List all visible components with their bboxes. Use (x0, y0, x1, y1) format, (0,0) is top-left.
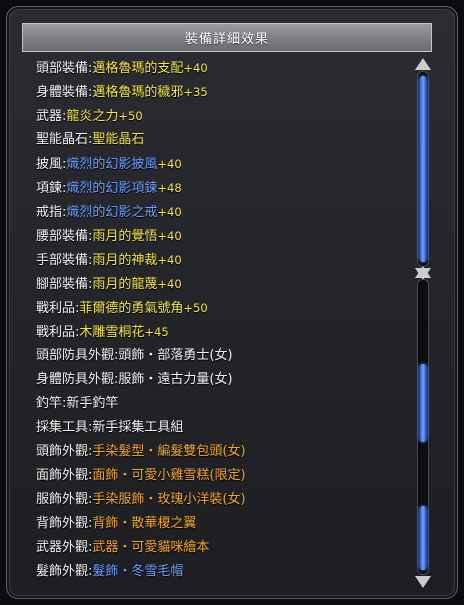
slot-label: 項鍊: (36, 181, 67, 196)
slot-label: 腳部裝備: (36, 277, 93, 292)
equipment-row[interactable]: 身體裝備:邁格魯瑪的穢邪+35 (36, 80, 406, 104)
item-name[interactable]: 髮飾・冬雪毛帽 (92, 564, 184, 579)
equipment-row[interactable]: 武器外觀:武器・可愛貓咪繪本 (36, 536, 406, 560)
slot-label: 腰部裝備: (36, 229, 93, 244)
item-name[interactable]: 新手採集工具組 (92, 420, 184, 435)
enhance-level: +50 (118, 109, 143, 123)
item-name[interactable]: 邁格魯瑪的支配 (92, 61, 184, 76)
item-name[interactable]: 服飾・遠古力量(女) (118, 372, 233, 387)
enhance-level: +40 (157, 277, 182, 291)
item-name[interactable]: 手染髮型・編髮雙包頭(女) (92, 444, 246, 459)
equipment-row[interactable]: 髮飾外觀:髮飾・冬雪毛帽 (36, 560, 406, 584)
item-name[interactable]: 木雕雪桐花 (79, 325, 145, 340)
slot-label: 聖能晶石: (36, 132, 93, 147)
slot-label: 頭部防具外觀: (36, 348, 119, 363)
item-name[interactable]: 邁格魯瑪的穢邪 (92, 85, 184, 100)
slot-label: 身體防具外觀: (36, 372, 119, 387)
slot-label: 手部裝備: (36, 253, 93, 268)
slot-label: 武器: (36, 109, 67, 124)
enhance-level: +40 (157, 205, 182, 219)
scroll-track[interactable] (418, 72, 428, 266)
slot-label: 採集工具: (36, 420, 93, 435)
scroll-up-arrow-icon[interactable] (415, 266, 431, 278)
equipment-row[interactable]: 面飾外觀:面飾・可愛小雞雪糕(限定) (36, 464, 406, 488)
equipment-row[interactable]: 腳部裝備:雨月的龍蔑+40 (36, 272, 406, 296)
scroll-up-arrow-icon[interactable] (415, 58, 431, 70)
item-name[interactable]: 頭飾・部落勇士(女) (118, 348, 233, 363)
equipment-row[interactable]: 採集工具:新手採集工具組 (36, 416, 406, 440)
scroll-track[interactable] (418, 280, 428, 574)
equipment-row[interactable]: 披風:熾烈的幻影披風+40 (36, 152, 406, 176)
item-name[interactable]: 菲爾德的勇氣號角 (79, 301, 184, 316)
item-name[interactable]: 新手釣竿 (66, 396, 119, 411)
item-name[interactable]: 熾烈的幻影披風 (66, 157, 158, 172)
slot-label: 戒指: (36, 205, 67, 220)
item-name[interactable]: 雨月的覺悟 (92, 229, 158, 244)
enhance-level: +35 (183, 85, 208, 99)
scroll-thumb[interactable] (419, 76, 427, 262)
enhance-level: +45 (144, 325, 169, 339)
scrollbar-upper[interactable] (412, 58, 434, 280)
slot-label: 面飾外觀: (36, 468, 93, 483)
equipment-row[interactable]: 頭飾外觀:手染髮型・編髮雙包頭(女) (36, 440, 406, 464)
slot-label: 戰利品: (36, 325, 80, 340)
equipment-row[interactable]: 戰利品:菲爾德的勇氣號角+50 (36, 296, 406, 320)
equipment-details-window (6, 6, 458, 599)
equipment-row[interactable]: 手部裝備:雨月的神裁+40 (36, 248, 406, 272)
equipment-row[interactable]: 頭部防具外觀:頭飾・部落勇士(女) (36, 344, 406, 368)
slot-label: 釣竿: (36, 396, 67, 411)
item-name[interactable]: 武器・可愛貓咪繪本 (92, 540, 210, 555)
enhance-level: +40 (183, 61, 208, 75)
equipment-row[interactable]: 戰利品:木雕雪桐花+45 (36, 320, 406, 344)
item-name[interactable]: 熾烈的幻影項鍊 (66, 181, 158, 196)
slot-label: 身體裝備: (36, 85, 93, 100)
enhance-level: +48 (157, 181, 182, 195)
enhance-level: +40 (157, 229, 182, 243)
slot-label: 武器外觀: (36, 540, 93, 555)
equipment-row[interactable]: 聖能晶石:聖能晶石 (36, 128, 406, 152)
slot-label: 背飾外觀: (36, 516, 93, 531)
equipment-row[interactable]: 身體防具外觀:服飾・遠古力量(女) (36, 368, 406, 392)
equipment-row[interactable]: 頭部裝備:邁格魯瑪的支配+40 (36, 56, 406, 80)
window-title-bar: 裝備詳細效果 (22, 23, 432, 52)
slot-label: 披風: (36, 157, 67, 172)
equipment-row[interactable]: 武器:龍炎之力+50 (36, 104, 406, 128)
scroll-thumb[interactable] (419, 364, 427, 442)
equipment-row[interactable]: 服飾外觀:手染服飾・玫瑰小洋裝(女) (36, 488, 406, 512)
enhance-level: +40 (157, 253, 182, 267)
window-title: 裝備詳細效果 (184, 32, 269, 47)
item-name[interactable]: 雨月的龍蔑 (92, 277, 158, 292)
slot-label: 戰利品: (36, 301, 80, 316)
slot-label: 服飾外觀: (36, 492, 93, 507)
item-name[interactable]: 背飾・散華榎之翼 (92, 516, 197, 531)
enhance-level: +40 (157, 157, 182, 171)
item-name[interactable]: 熾烈的幻影之戒 (66, 205, 158, 220)
equipment-row[interactable]: 腰部裝備:雨月的覺悟+40 (36, 224, 406, 248)
item-name[interactable]: 龍炎之力 (66, 109, 119, 124)
scroll-down-arrow-icon[interactable] (415, 576, 431, 588)
slot-label: 髮飾外觀: (36, 564, 93, 579)
slot-label: 頭飾外觀: (36, 444, 93, 459)
equipment-row[interactable]: 項鍊:熾烈的幻影項鍊+48 (36, 176, 406, 200)
item-name[interactable]: 聖能晶石 (92, 132, 145, 147)
item-name[interactable]: 手染服飾・玫瑰小洋裝(女) (92, 492, 246, 507)
item-name[interactable]: 雨月的神裁 (92, 253, 158, 268)
equipment-row[interactable]: 背飾外觀:背飾・散華榎之翼 (36, 512, 406, 536)
equipment-row[interactable]: 戒指:熾烈的幻影之戒+40 (36, 200, 406, 224)
equipment-row[interactable]: 釣竿:新手釣竿 (36, 392, 406, 416)
scrollbar-lower[interactable] (412, 266, 434, 588)
scroll-thumb-secondary[interactable] (419, 506, 427, 570)
item-name[interactable]: 面飾・可愛小雞雪糕(限定) (92, 468, 246, 483)
enhance-level: +50 (183, 301, 208, 315)
slot-label: 頭部裝備: (36, 61, 93, 76)
